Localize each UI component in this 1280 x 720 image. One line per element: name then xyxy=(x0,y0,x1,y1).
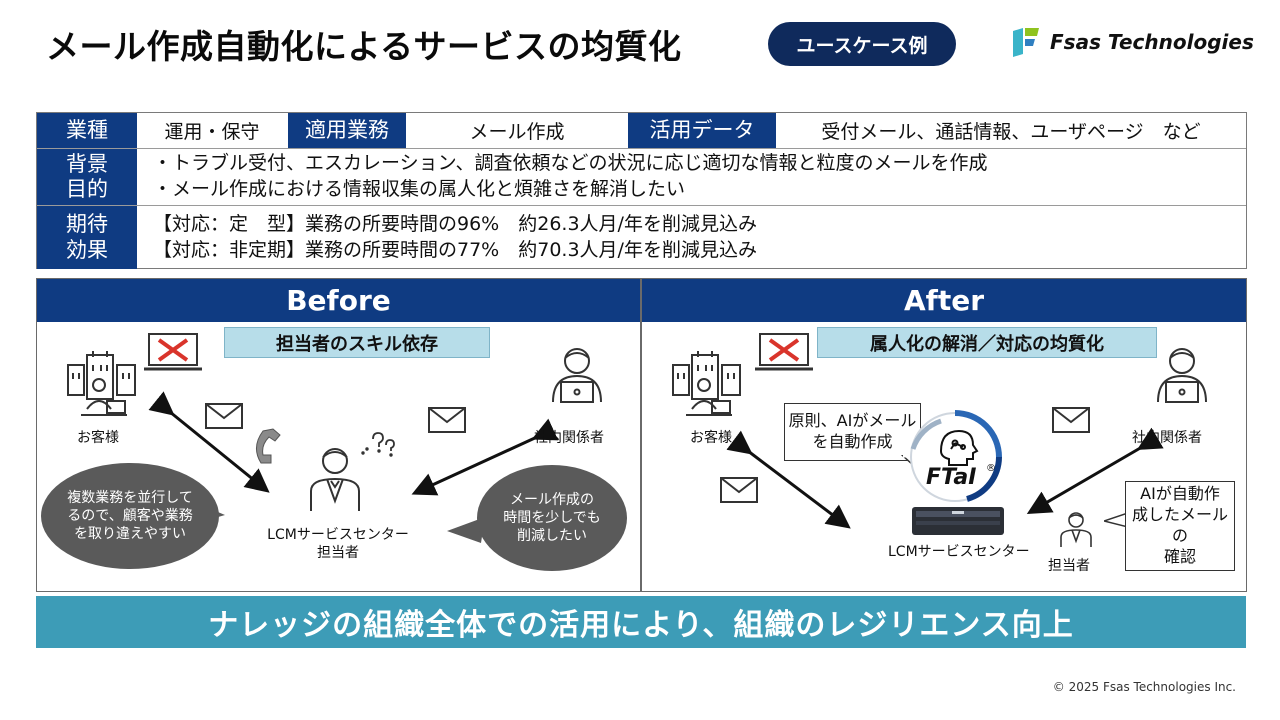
before-flow-arrows xyxy=(148,391,559,496)
info-row-background: 背景 目的 ・トラブル受付、エスカレーション、調査依頼などの状況に応じ適切な情報… xyxy=(37,149,1246,206)
logo-text: Fsas Technologies xyxy=(1050,30,1254,54)
after-person-label: 担当者 xyxy=(1048,558,1090,574)
effect-label: 期待 効果 xyxy=(37,206,137,269)
company-logo: Fsas Technologies xyxy=(1010,26,1254,58)
info-table: 業種 運用・保守 適用業務 メール作成 活用データ 受付メール、通話情報、ユーザ… xyxy=(36,112,1247,269)
info-row-effect: 期待 効果 【対応：定 型】業務の所要時間の96% 約26.3人月/年を削減見込… xyxy=(37,206,1246,269)
server-icon xyxy=(912,507,1004,535)
industry-value: 運用・保守 xyxy=(164,121,260,143)
data-value: 受付メール、通話情報、ユーザページ など xyxy=(821,121,1201,143)
ftai-logo-text: FTaI xyxy=(926,465,977,490)
background-label-line1: 背景 xyxy=(66,151,108,176)
staff-person-icon xyxy=(552,348,602,403)
after-banner: 属人化の解消／対応の均質化 xyxy=(817,327,1157,358)
copyright: © 2025 Fsas Technologies Inc. xyxy=(1052,680,1236,694)
check-callout-line-3: 確認 xyxy=(1163,546,1196,566)
data-label: 活用データ xyxy=(628,113,776,148)
check-callout-line-2: 成したメールの xyxy=(1131,505,1228,545)
staff-person-icon xyxy=(1157,348,1207,403)
logo-mark-icon xyxy=(1013,28,1039,57)
left-bubble-line-3: を取り違えやすい xyxy=(74,526,186,543)
after-center-label: LCMサービスセンター xyxy=(888,544,1030,560)
ai-callout-line-1: 原則、AIがメール xyxy=(788,411,917,431)
task-label: 適用業務 xyxy=(288,113,406,148)
before-right-speech-bubble: メール作成の 時間を少しでも 削減したい xyxy=(477,465,627,571)
before-agent-label-line2: 担当者 xyxy=(317,544,359,561)
background-line-1: ・トラブル受付、エスカレーション、調査依頼などの状況に応じ適切な情報と粒度のメー… xyxy=(153,152,988,175)
customer-building-icon xyxy=(67,351,136,416)
conclusion-band: ナレッジの組織全体での活用により、組織のレジリエンス向上 xyxy=(36,596,1246,648)
left-bubble-line-2: るので、顧客や業務 xyxy=(67,507,193,524)
right-bubble-tail xyxy=(447,517,485,543)
ai-auto-create-callout: 原則、AIがメール を自動作成 xyxy=(784,403,921,461)
left-bubble-line-1: 複数業務を並行して xyxy=(67,489,193,506)
after-flow-arrows xyxy=(726,427,1164,529)
right-bubble-line-1: メール作成の xyxy=(510,491,594,508)
after-staff-label: 社内関係者 xyxy=(1132,430,1202,446)
background-label-line2: 目的 xyxy=(66,177,108,201)
before-left-speech-bubble: 複数業務を並行して るので、顧客や業務 を取り違えやすい xyxy=(41,463,219,569)
industry-label: 業種 xyxy=(37,113,137,148)
laptop-error-icon xyxy=(144,333,202,371)
after-customer-label: お客様 xyxy=(690,430,732,446)
before-customer-label: お客様 xyxy=(77,430,119,446)
task-value: メール作成 xyxy=(469,121,565,143)
question-marks-icon xyxy=(361,432,395,457)
info-row-summary: 業種 運用・保守 適用業務 メール作成 活用データ 受付メール、通話情報、ユーザ… xyxy=(37,113,1246,149)
ftai-logo-icon xyxy=(910,410,1002,502)
laptop-error-icon xyxy=(755,333,813,371)
effect-text: 【対応：定 型】業務の所要時間の96% 約26.3人月/年を削減見込み 【対応：… xyxy=(137,206,757,269)
background-text: ・トラブル受付、エスカレーション、調査依頼などの状況に応じ適切な情報と粒度のメー… xyxy=(137,149,987,205)
before-banner: 担当者のスキル依存 xyxy=(224,327,490,358)
effect-label-line2: 効果 xyxy=(66,237,108,262)
right-bubble-line-3: 削減したい xyxy=(517,528,587,545)
ftai-registered-mark: ® xyxy=(986,463,996,474)
operator-small-icon xyxy=(1060,512,1092,547)
check-callout-line-1: AIが自動作 xyxy=(1140,484,1220,504)
background-line-2: ・メール作成における情報収集の属人化と煩雑さを解消したい xyxy=(153,178,686,200)
ai-callout-line-2: を自動作成 xyxy=(812,432,893,451)
before-agent-label-line1: LCMサービスセンター xyxy=(267,527,409,543)
ai-check-callout: AIが自動作 成したメールの 確認 xyxy=(1125,481,1235,571)
before-agent-label: LCMサービスセンター 担当者 xyxy=(263,527,413,562)
effect-line-2: 【対応：非定期】業務の所要時間の77% 約70.3人月/年を削減見込み xyxy=(153,238,757,261)
before-panel: Before 担当者のスキル依存 お客様 xyxy=(36,278,641,592)
effect-label-line1: 期待 xyxy=(66,212,108,237)
after-panel: After 属人化の解消／対応の均質化 お客様 xyxy=(641,278,1247,592)
customer-building-icon xyxy=(672,351,741,416)
use-case-badge: ユースケース例 xyxy=(768,22,956,66)
operator-person-icon xyxy=(310,448,360,511)
background-label: 背景 目的 xyxy=(37,149,137,205)
effect-line-1: 【対応：定 型】業務の所要時間の96% 約26.3人月/年を削減見込み xyxy=(153,212,757,235)
right-bubble-line-2: 時間を少しでも xyxy=(503,509,601,526)
before-staff-label: 社内関係者 xyxy=(534,430,604,446)
before-heading: Before xyxy=(37,279,640,322)
after-heading: After xyxy=(642,279,1246,322)
page-title: メール作成自動化によるサービスの均質化 xyxy=(46,27,682,66)
